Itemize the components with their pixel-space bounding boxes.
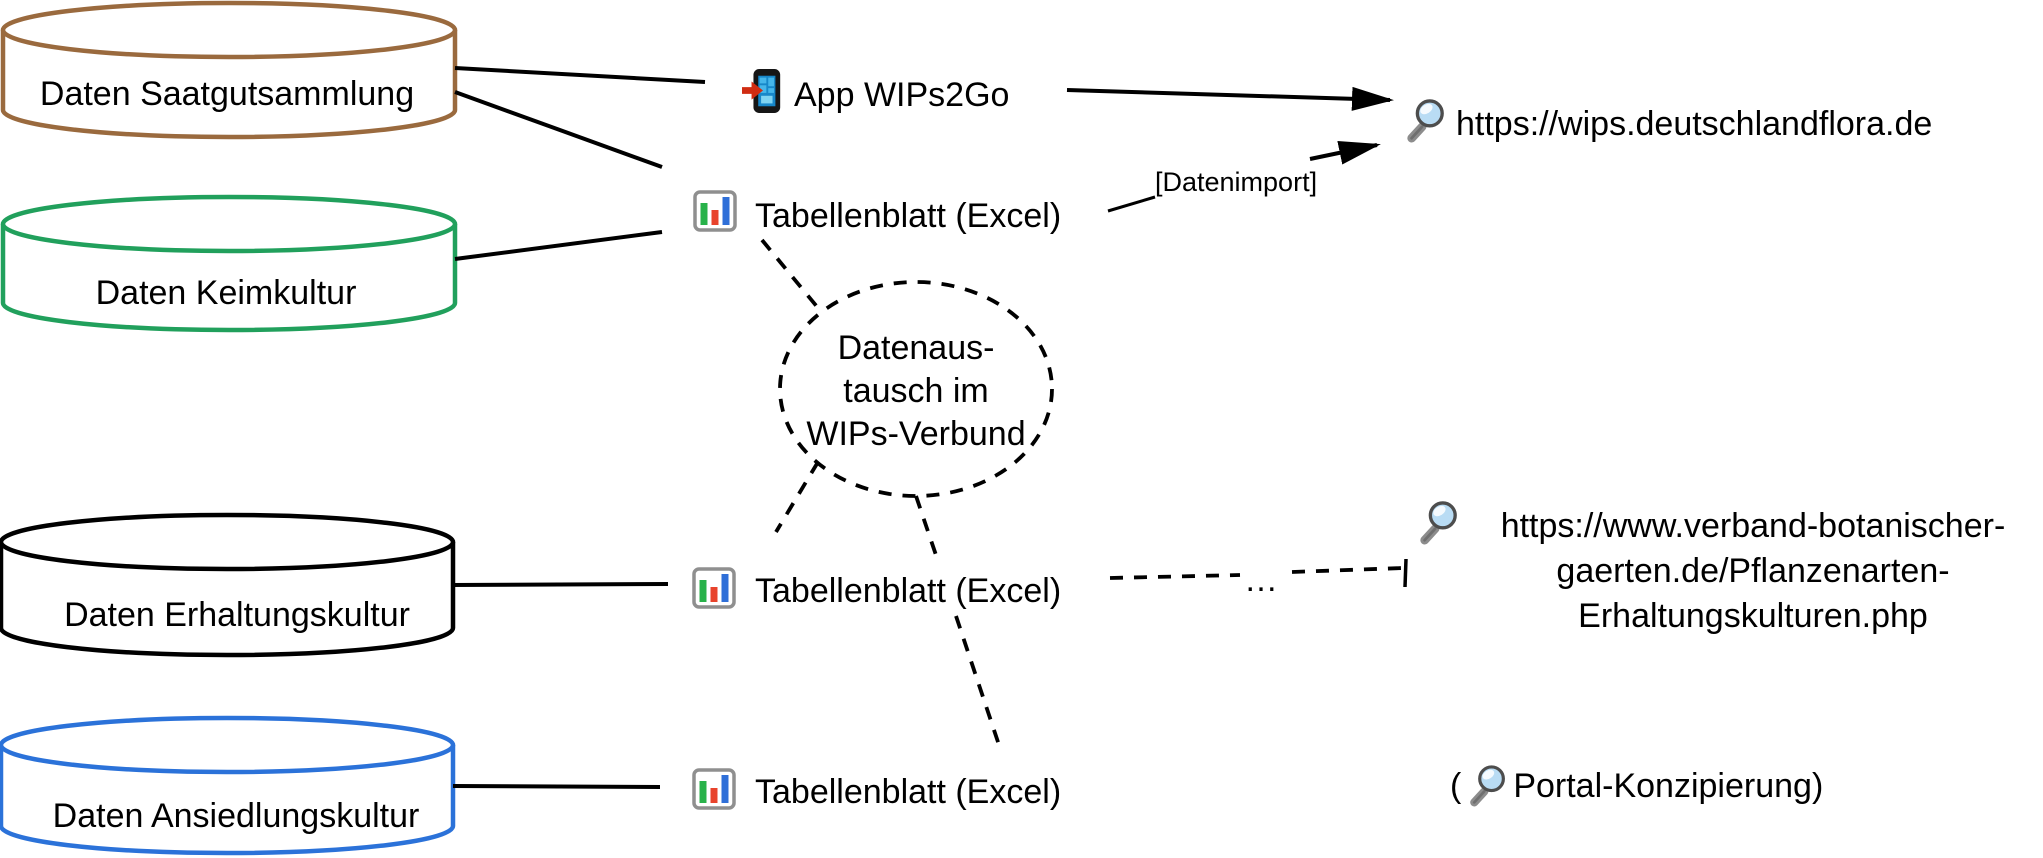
edge-excel1-to-datenimport [1107,195,1156,213]
smartphone-import-icon [742,69,781,113]
bar-chart-icon-bottom [692,768,736,810]
edge-ansiedlung-to-excel3 [452,784,661,789]
db-saatgutsammlung [0,0,458,140]
spreadsheet-label-top: Tabellenblatt (Excel) [755,197,1062,235]
bar-chart-icon-top [693,190,737,232]
magnifier-icon-portal [1470,765,1506,807]
edge-hub-to-excel3-lower [954,615,1002,749]
portal-open-paren: ( [1450,767,1462,805]
hub-label-line2: tausch im [843,372,989,410]
magnifier-icon-verband [1425,503,1456,540]
db-keimkultur [0,194,458,333]
edge-verband-bar-terminator [1403,558,1408,588]
bar-chart-icon-middle [692,567,736,609]
url-verband-line1: https://www.verband-botanischer- [1500,507,2006,545]
edge-hub-to-excel3-upper [914,495,941,565]
edge-hub-to-excel2 [774,461,820,533]
db-label-keimkultur: Daten Keimkultur [95,274,357,312]
url-verband-line3: Erhaltungskulturen.php [1578,597,1928,635]
edge-excel2-to-verband-right [1291,566,1404,574]
edge-app-to-wips-arrow [1066,86,1394,111]
edge-saatgut-to-excel1 [454,90,663,169]
spreadsheet-label-middle: Tabellenblatt (Excel) [755,572,1062,610]
url-verband-line2: gaerten.de/Pflanzenarten- [1556,552,1950,590]
hub-label-line1: Datenaus- [837,329,995,367]
magnifier-icon-wips [1412,101,1443,138]
db-label-erhaltungskultur: Daten Erhaltungskultur [64,596,410,634]
portal-konzipierung: ( Portal-Konzipierung) [1450,764,1823,808]
ellipsis-label: … [1244,561,1278,599]
url-wips-link[interactable]: https://wips.deutschlandflora.de [1456,105,1933,143]
edge-erhaltung-to-excel2 [451,582,669,587]
edge-excel1-to-hub [760,238,825,316]
hub-label: Datenaus- tausch im WIPs-Verbund [781,327,1051,456]
db-label-ansiedlungskultur: Daten Ansiedlungskultur [52,797,420,835]
edge-datenimport-to-wips-arrow [1309,141,1381,165]
edge-excel2-to-verband-left [1109,573,1241,580]
spreadsheet-label-bottom: Tabellenblatt (Excel) [755,773,1062,811]
db-erhaltungskultur [0,512,456,658]
edge-keim-to-excel1 [454,230,663,261]
edge-saatgut-to-app [454,66,706,84]
datenimport-label: [Datenimport] [1155,167,1318,197]
hub-label-line3: WIPs-Verbund [806,415,1026,453]
url-verband-link[interactable]: https://www.verband-botanischer- gaerten… [1462,504,2043,639]
app-wips2go-label: App WIPs2Go [794,76,1010,114]
db-label-saatgutsammlung: Daten Saatgutsammlung [39,75,415,113]
db-ansiedlungskultur [0,715,456,856]
portal-label: Portal-Konzipierung) [1513,767,1824,805]
hub-ellipse [778,280,1054,498]
